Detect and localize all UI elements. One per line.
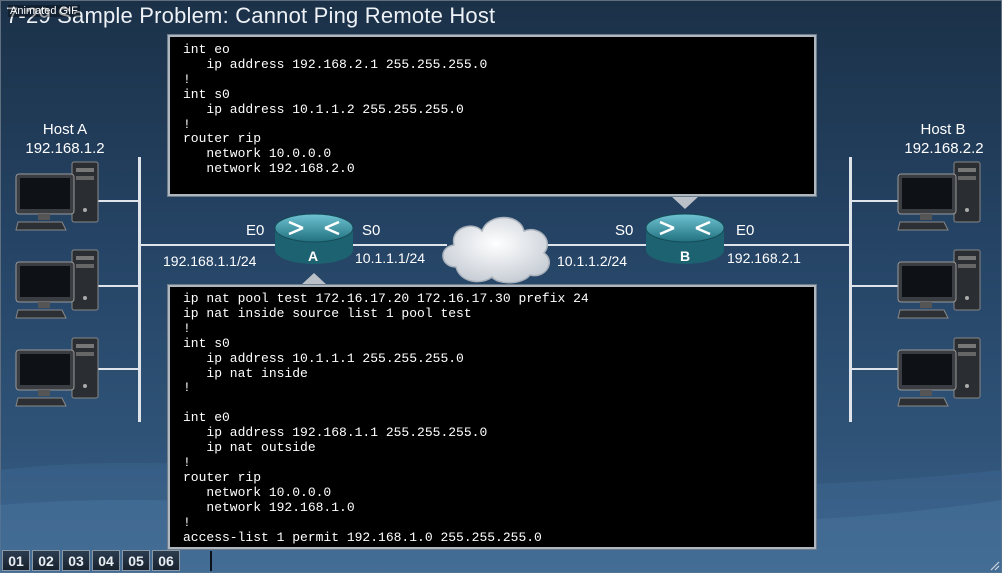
resize-grip-icon[interactable] <box>988 559 1000 571</box>
host-b-ip: 192.168.2.2 <box>904 140 984 157</box>
router-b-e0-label: E0 <box>736 222 755 239</box>
config-line: ! <box>183 71 191 87</box>
config-line: network 192.168.2.0 <box>183 161 355 177</box>
slide-tab-bar: 01 02 03 04 05 06 <box>2 550 180 571</box>
host-b-bus <box>849 157 852 422</box>
slide-title: 7-29 Sample Problem: Cannot Ping Remote … <box>6 3 496 28</box>
host-a-bus <box>138 157 141 422</box>
host-a-ip: 192.168.1.2 <box>25 140 105 157</box>
cloud-icon <box>442 216 550 284</box>
config-line: router rip <box>183 131 262 147</box>
host-b-name: Host B <box>920 121 966 138</box>
config-line: access-list 1 permit 192.168.1.0 255.255… <box>183 529 542 545</box>
config-line: ip address 10.1.1.2 255.255.255.0 <box>183 101 464 117</box>
config-line <box>183 396 589 411</box>
config-line: ip nat pool test 172.16.17.20 172.16.17.… <box>183 291 589 306</box>
slide-tab-06[interactable]: 06 <box>152 550 180 571</box>
animated-gif-label: Animated GIF <box>8 5 80 17</box>
router-a-e0-label: E0 <box>246 222 265 239</box>
slide-tab-02[interactable]: 02 <box>32 550 60 571</box>
config-line: ! <box>183 116 191 132</box>
tab-bar-divider <box>210 551 212 571</box>
config-line: network 10.0.0.0 <box>183 146 332 162</box>
pc-b3-link <box>852 368 900 370</box>
host-a-name: Host A <box>42 121 88 138</box>
config-line: ip address 192.168.1.1 255.255.255.0 <box>183 425 488 441</box>
config-line: ip nat outside <box>183 440 316 456</box>
config-line: int e0 <box>183 410 230 426</box>
slide-tab-01[interactable]: 01 <box>2 550 30 571</box>
router-icon <box>645 213 725 264</box>
router-b-config-text: int eo ip address 192.168.2.1 255.255.25… <box>183 42 488 177</box>
config-line: ip address 10.1.1.1 255.255.255.0 <box>183 350 464 366</box>
config-line: ip nat inside source list 1 pool test <box>183 305 472 321</box>
lan-b-link <box>722 244 849 246</box>
callout-pointer <box>300 273 328 286</box>
router-b-s0-label: S0 <box>615 222 634 239</box>
slide-tab-03[interactable]: 03 <box>62 550 90 571</box>
router-icon <box>274 213 354 264</box>
lan-a-link <box>141 244 281 246</box>
desktop-computer-icon <box>897 161 981 231</box>
router-a-s0-label: S0 <box>362 222 381 239</box>
pc-a3-link <box>98 368 138 370</box>
router-a-e0-ip: 192.168.1.1/24 <box>163 253 257 269</box>
pc-a1-link <box>98 200 138 202</box>
config-line: network 192.168.1.0 <box>183 499 355 515</box>
callout-pointer <box>671 196 699 209</box>
config-line: ip address 192.168.2.1 255.255.255.0 <box>183 56 488 72</box>
pc-b1-link <box>852 200 900 202</box>
config-line: ! <box>183 380 191 396</box>
config-line: ! <box>183 454 191 470</box>
router-b-config-panel: int eo ip address 192.168.2.1 255.255.25… <box>168 35 816 196</box>
desktop-computer-icon <box>897 337 981 407</box>
config-line: int s0 <box>183 86 230 102</box>
pc-a2-link <box>98 285 138 287</box>
desktop-computer-icon <box>15 161 99 231</box>
desktop-computer-icon <box>15 337 99 407</box>
pc-b2-link <box>852 285 900 287</box>
slide-tab-04[interactable]: 04 <box>92 550 120 571</box>
config-line: int eo <box>183 42 230 57</box>
config-line: router rip <box>183 469 262 485</box>
config-line: int s0 <box>183 335 230 351</box>
wan-a-link <box>352 244 447 246</box>
router-a-s0-ip: 10.1.1.1/24 <box>355 250 426 266</box>
router-b-e0-ip: 192.168.2.1 <box>727 250 801 266</box>
config-line: ip nat inside <box>183 365 308 381</box>
wan-b-link <box>548 244 648 246</box>
router-b-s0-ip: 10.1.1.2/24 <box>557 253 628 269</box>
router-b-letter: B <box>680 248 691 264</box>
slide-tab-05[interactable]: 05 <box>122 550 150 571</box>
config-line: ! <box>183 514 191 530</box>
router-a-config-panel: ip nat pool test 172.16.17.20 172.16.17.… <box>168 285 816 549</box>
desktop-computer-icon <box>897 249 981 319</box>
desktop-computer-icon <box>15 249 99 319</box>
router-a-config-text: ip nat pool test 172.16.17.20 172.16.17.… <box>183 291 589 545</box>
router-a-letter: A <box>308 248 319 264</box>
config-line: ! <box>183 320 191 336</box>
config-line: network 10.0.0.0 <box>183 484 332 500</box>
